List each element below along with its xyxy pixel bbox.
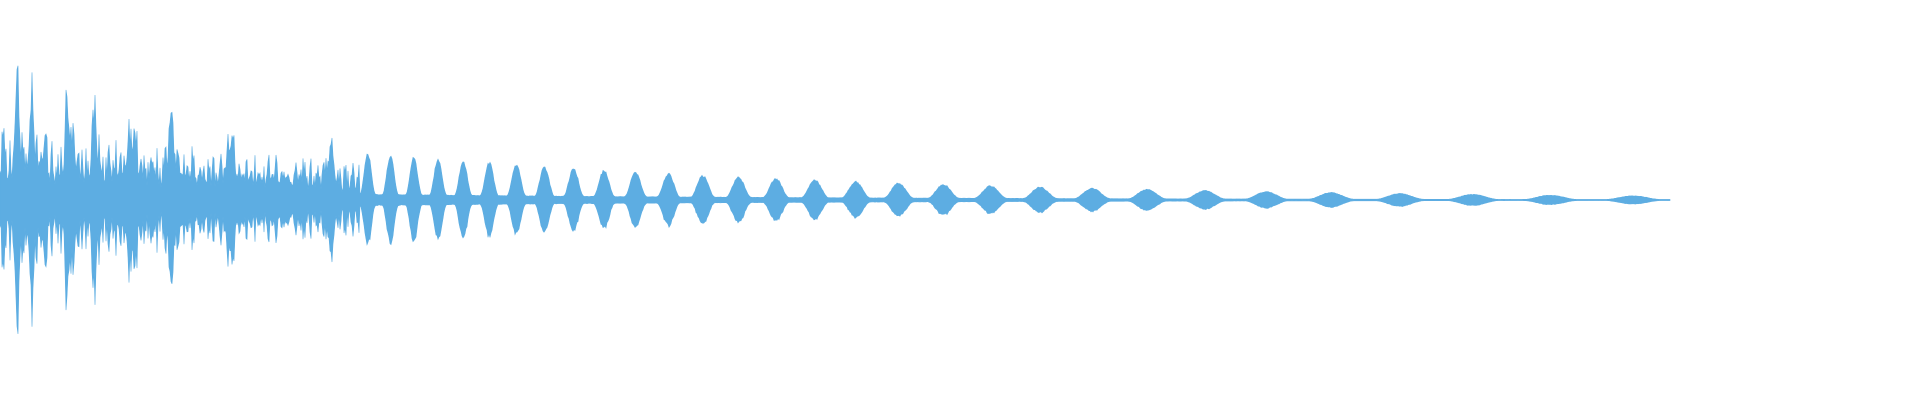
waveform-shape xyxy=(0,65,1671,334)
